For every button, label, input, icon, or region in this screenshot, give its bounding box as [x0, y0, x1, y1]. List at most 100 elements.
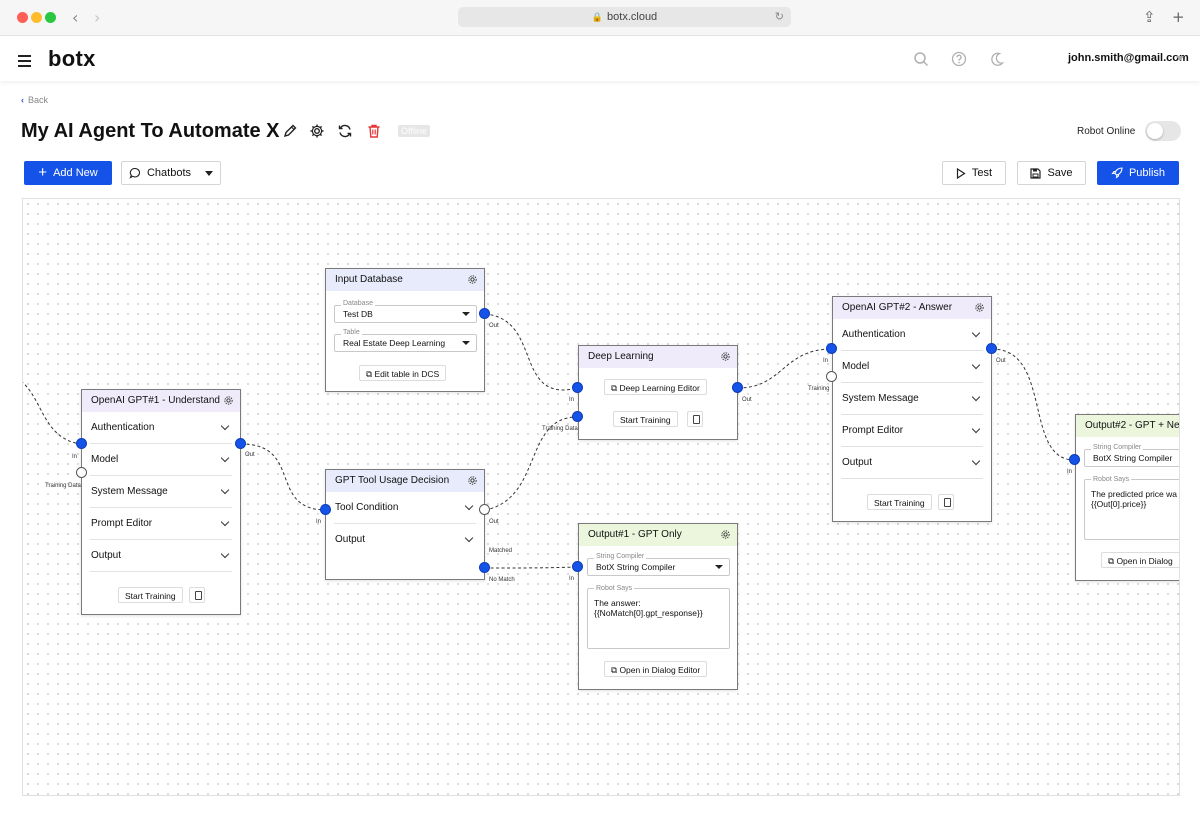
port-out[interactable]	[986, 343, 997, 354]
port-out[interactable]	[479, 308, 490, 319]
search-icon[interactable]	[913, 51, 929, 67]
start-training-button[interactable]: Start Training	[118, 587, 183, 603]
node-input-database[interactable]: Input Database Database Test DB Table Re…	[325, 268, 485, 392]
port-in[interactable]	[320, 504, 331, 515]
port-training-data[interactable]	[572, 411, 583, 422]
close-window-button[interactable]	[17, 12, 28, 23]
start-training-button[interactable]: Start Training	[867, 494, 932, 510]
row-label: Prompt Editor	[91, 518, 153, 529]
port-label-training: Training Data	[45, 483, 81, 489]
open-dialog-editor-button[interactable]: ⧉ Open in Dialog Editor	[604, 661, 708, 677]
string-compiler-select[interactable]: String Compiler BotX String Compiler	[1084, 443, 1179, 467]
gear-icon[interactable]	[720, 351, 731, 362]
row-authentication[interactable]: Authentication	[841, 319, 983, 351]
port-training[interactable]	[826, 371, 837, 382]
row-model[interactable]: Model	[841, 351, 983, 383]
port-training-data[interactable]	[76, 467, 87, 478]
robot-says-textarea[interactable]: Robot Says The predicted price wa {{Out[…	[1084, 476, 1179, 540]
gear-icon[interactable]	[223, 395, 234, 406]
back-link[interactable]: ‹Back	[21, 95, 49, 105]
app-logo[interactable]: botx	[48, 46, 96, 71]
minimize-window-button[interactable]	[31, 12, 42, 23]
deep-learning-editor-button[interactable]: ⧉ Deep Learning Editor	[604, 379, 707, 395]
gear-icon[interactable]	[467, 475, 478, 486]
node-openai-gpt1[interactable]: OpenAI GPT#1 - Understand Authentication…	[81, 389, 241, 615]
help-icon[interactable]	[951, 51, 967, 67]
maximize-window-button[interactable]	[45, 12, 56, 23]
node-output1[interactable]: Output#1 - GPT Only String Compiler BotX…	[578, 523, 738, 690]
port-out[interactable]	[235, 438, 246, 449]
robot-says-textarea[interactable]: Robot Says The answer: {{NoMatch[0].gpt_…	[587, 585, 730, 649]
row-authentication[interactable]: Authentication	[90, 412, 232, 444]
dark-mode-icon[interactable]	[989, 51, 1005, 67]
start-training-button[interactable]: Start Training	[613, 411, 678, 427]
browser-forward-icon[interactable]: ›	[94, 8, 101, 27]
robot-online-toggle[interactable]	[1145, 121, 1181, 141]
row-model[interactable]: Model	[90, 444, 232, 476]
port-out[interactable]	[479, 504, 490, 515]
table-select[interactable]: Table Real Estate Deep Learning	[334, 328, 477, 352]
node-header[interactable]: GPT Tool Usage Decision	[326, 470, 484, 492]
gear-icon[interactable]	[720, 529, 731, 540]
node-header[interactable]: OpenAI GPT#1 - Understand	[82, 390, 240, 412]
node-header[interactable]: Output#1 - GPT Only	[579, 524, 737, 546]
node-openai-gpt2[interactable]: OpenAI GPT#2 - Answer Authentication Mod…	[832, 296, 992, 522]
document-icon[interactable]	[938, 494, 954, 510]
edit-icon[interactable]	[282, 123, 298, 139]
chatbots-dropdown[interactable]: Chatbots	[121, 161, 221, 185]
play-icon	[956, 167, 966, 179]
external-link-icon: ⧉	[1108, 556, 1117, 566]
flow-canvas[interactable]: OpenAI GPT#1 - Understand Authentication…	[22, 198, 1180, 796]
menu-icon[interactable]	[18, 55, 31, 67]
test-button[interactable]: Test	[942, 161, 1006, 185]
node-header[interactable]: Output#2 - GPT + Neu	[1076, 415, 1179, 437]
gear-icon[interactable]	[974, 302, 985, 313]
publish-button[interactable]: Publish	[1097, 161, 1179, 185]
refresh-icon[interactable]	[337, 123, 353, 139]
row-tool-condition[interactable]: Tool Condition	[334, 492, 476, 524]
chevron-down-icon[interactable]	[1176, 56, 1184, 61]
node-deep-learning[interactable]: Deep Learning ⧉ Deep Learning Editor Sta…	[578, 345, 738, 440]
add-new-label: Add New	[53, 167, 98, 179]
node-output2[interactable]: Output#2 - GPT + Neu String Compiler Bot…	[1075, 414, 1179, 581]
port-no-match[interactable]	[479, 562, 490, 573]
port-in[interactable]	[1069, 454, 1080, 465]
row-output[interactable]: Output	[90, 540, 232, 572]
row-output[interactable]: Output	[334, 524, 476, 556]
browser-back-icon[interactable]: ‹	[72, 8, 79, 27]
node-header[interactable]: Deep Learning	[579, 346, 737, 368]
edit-table-button[interactable]: ⧉ Edit table in DCS	[359, 365, 447, 381]
node-header[interactable]: OpenAI GPT#2 - Answer	[833, 297, 991, 319]
field-label: Robot Says	[594, 585, 635, 593]
settings-icon[interactable]	[309, 123, 325, 139]
string-compiler-select[interactable]: String Compiler BotX String Compiler	[587, 552, 730, 576]
save-button[interactable]: Save	[1017, 161, 1086, 185]
row-system-message[interactable]: System Message	[90, 476, 232, 508]
button-label: Open in Dialog Editor	[619, 665, 701, 675]
user-menu[interactable]: john.smith@gmail.com	[1068, 52, 1189, 64]
row-output[interactable]: Output	[841, 447, 983, 479]
delete-icon[interactable]	[366, 123, 382, 139]
port-in[interactable]	[572, 382, 583, 393]
save-label: Save	[1047, 167, 1073, 179]
node-header[interactable]: Input Database	[326, 269, 484, 291]
port-in[interactable]	[76, 438, 87, 449]
reload-icon[interactable]: ↻	[774, 11, 784, 23]
document-icon[interactable]	[687, 411, 703, 427]
gear-icon[interactable]	[467, 274, 478, 285]
address-bar[interactable]: 🔒botx.cloud ↻	[458, 7, 791, 27]
caret-down-icon	[205, 170, 214, 176]
port-in[interactable]	[572, 561, 583, 572]
share-icon[interactable]: ⇪	[1143, 8, 1156, 26]
add-new-button[interactable]: + Add New	[24, 161, 112, 185]
node-gpt-tool-decision[interactable]: GPT Tool Usage Decision Tool Condition O…	[325, 469, 485, 580]
database-select[interactable]: Database Test DB	[334, 299, 477, 323]
port-out[interactable]	[732, 382, 743, 393]
port-in[interactable]	[826, 343, 837, 354]
new-tab-icon[interactable]: +	[1172, 8, 1185, 26]
row-system-message[interactable]: System Message	[841, 383, 983, 415]
document-icon[interactable]	[189, 587, 205, 603]
row-prompt-editor[interactable]: Prompt Editor	[90, 508, 232, 540]
row-prompt-editor[interactable]: Prompt Editor	[841, 415, 983, 447]
open-dialog-editor-button[interactable]: ⧉ Open in Dialog	[1101, 552, 1179, 568]
